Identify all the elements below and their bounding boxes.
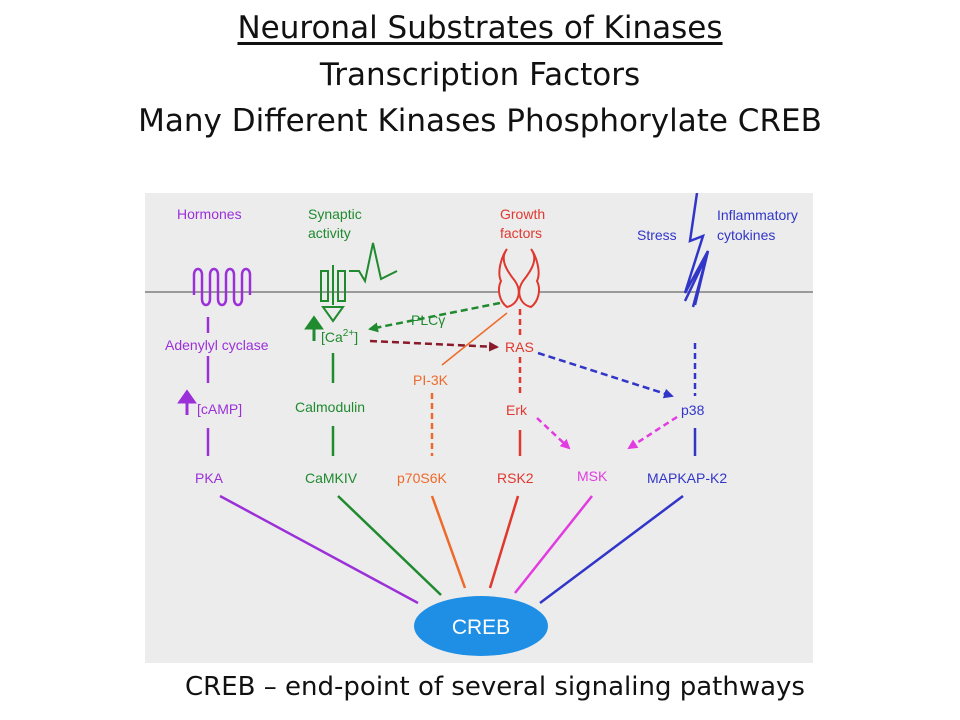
calcium-up-arrow-icon: [304, 315, 324, 341]
slide-caption: CREB – end-point of several signaling pa…: [185, 672, 805, 702]
label-cytokines: cytokines: [717, 227, 775, 243]
slide-subtitle-kinases-creb: Many Different Kinases Phosphorylate CRE…: [138, 103, 822, 139]
growth-factor-receptor-icon: [498, 248, 540, 309]
label-msk: MSK: [577, 468, 608, 484]
label-erk: Erk: [506, 402, 528, 418]
label-p70s6k: p70S6K: [397, 470, 447, 486]
line-msk-creb: [514, 495, 593, 594]
label-calcium-suffix: ]: [354, 329, 358, 345]
darkred-dashed-calcium-ras: [369, 339, 499, 352]
blue-dashed-ras-p38: [537, 351, 674, 399]
label-plc-gamma: PLCγ: [411, 312, 445, 328]
label-pi3k: PI-3K: [413, 372, 449, 388]
action-potential-spike-icon: [349, 242, 398, 284]
label-camp: [cAMP]: [197, 401, 242, 417]
label-stress: Stress: [637, 227, 677, 243]
line-mapkapk2-creb: [539, 494, 684, 605]
line-rsk2-creb: [488, 495, 520, 589]
label-growth: Growth: [500, 206, 545, 222]
label-calmodulin: Calmodulin: [295, 399, 365, 415]
orange-line-receptor-pi3k: [441, 312, 508, 366]
label-pka: PKA: [195, 470, 224, 486]
label-plc-prefix: PLC: [411, 312, 438, 328]
label-calcium-charge: 2+: [343, 328, 355, 339]
label-activity: activity: [308, 225, 351, 241]
line-camkiv-creb: [337, 495, 442, 596]
label-ras: RAS: [505, 339, 534, 355]
label-factors: factors: [500, 225, 542, 241]
pathway-canvas: Hormones Synaptic activity Growth factor…: [145, 193, 813, 656]
label-calcium-prefix: [Ca: [321, 329, 343, 345]
label-p38: p38: [681, 402, 705, 418]
creb-node: [414, 596, 548, 656]
ion-channel-left-icon: [320, 270, 329, 302]
stress-lightning-icon: [683, 193, 710, 308]
label-hormones: Hormones: [177, 206, 242, 222]
label-plc-gamma-symbol: γ: [438, 312, 445, 328]
label-calcium: [Ca2+]: [321, 328, 358, 345]
magenta-dashed-erk-msk: [536, 417, 571, 450]
label-rsk2: RSK2: [497, 470, 534, 486]
magenta-dashed-p38-msk: [627, 415, 678, 450]
ion-channel-right-icon: [337, 270, 346, 302]
ion-channel-funnel-icon: [321, 306, 345, 323]
label-adenylyl-cyclase: Adenylyl cyclase: [165, 337, 269, 353]
label-synaptic: Synaptic: [308, 206, 362, 222]
label-camkiv: CaMKIV: [305, 470, 358, 486]
gpcr-receptor-icon: [192, 267, 252, 307]
label-inflammatory: Inflammatory: [717, 207, 798, 223]
label-creb: CREB: [452, 616, 510, 639]
camp-up-arrow-icon: [177, 389, 197, 415]
line-pka-creb: [219, 494, 419, 605]
signaling-pathway-diagram: Hormones Synaptic activity Growth factor…: [145, 193, 813, 663]
green-dashed-receptor-calcium: [368, 301, 501, 333]
label-mapkapk2: MAPKAP-K2: [647, 470, 727, 486]
line-p70s6k-creb: [430, 495, 467, 589]
slide-subtitle-transcription-factors: Transcription Factors: [319, 57, 641, 93]
slide-title: Neuronal Substrates of Kinases: [237, 10, 723, 46]
